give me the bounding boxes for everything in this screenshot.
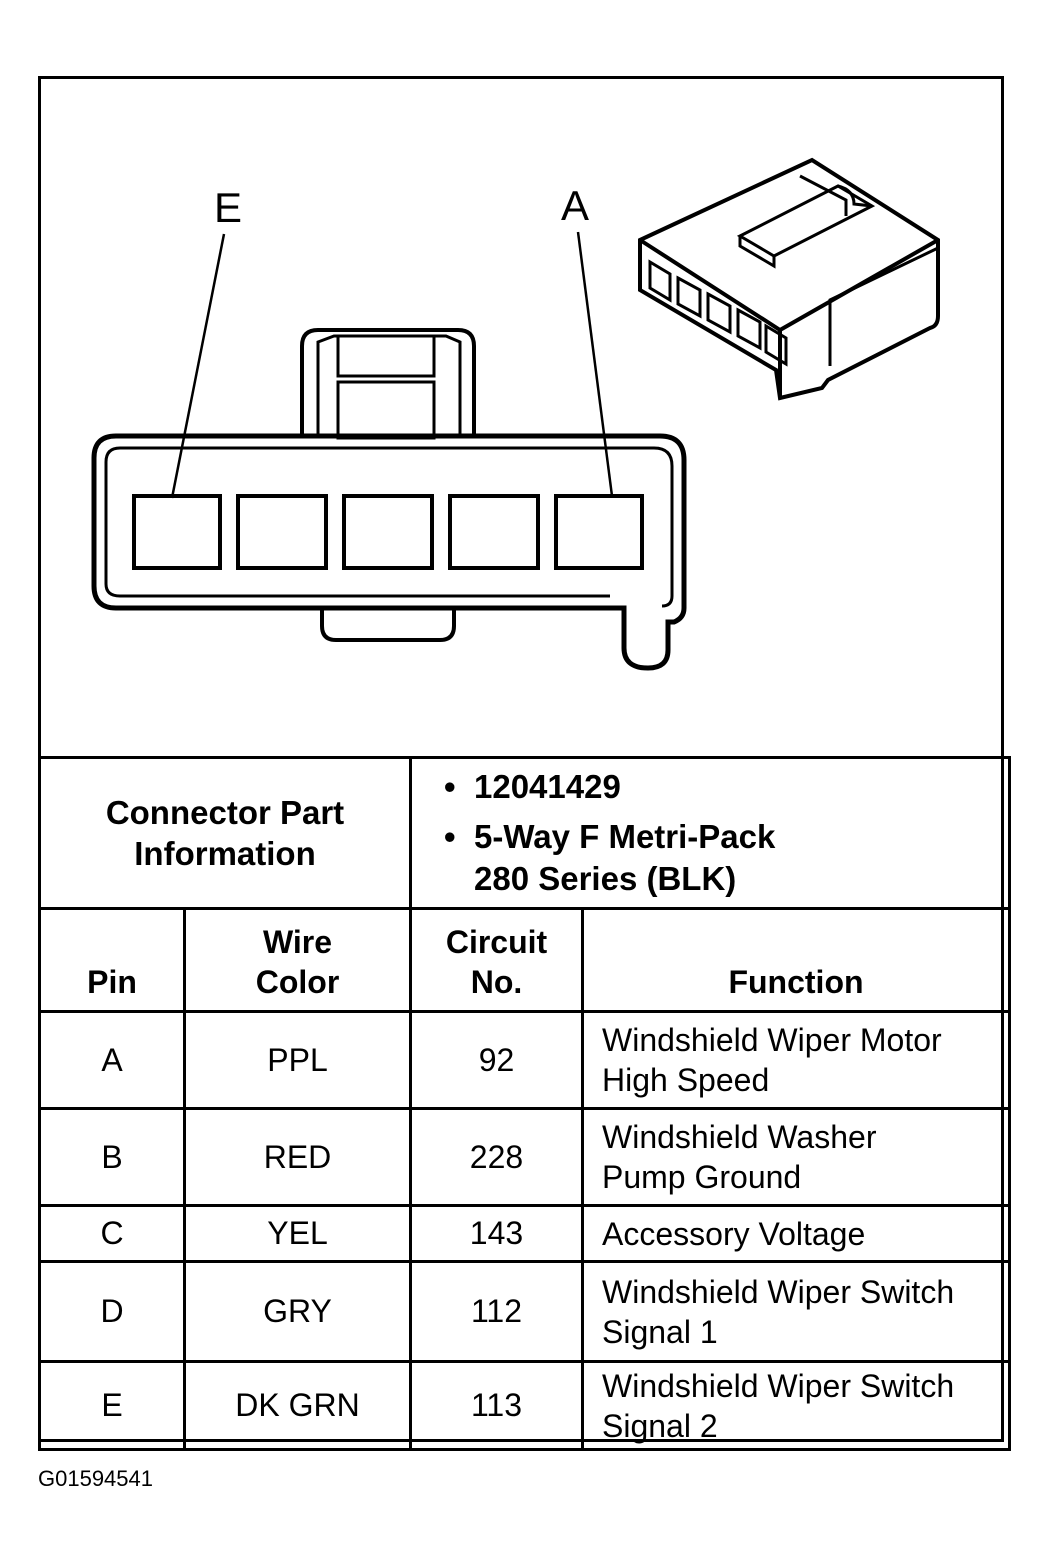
connector-isometric-view [638, 157, 940, 401]
leader-line-e [170, 233, 226, 499]
wire-color-cell: DK GRN [183, 1360, 412, 1451]
connector-table: Connector Part Information •12041429 •5-… [38, 756, 1011, 1451]
pin-label-e: E [214, 184, 242, 231]
table-row: C YEL 143 Accessory Voltage [38, 1204, 1011, 1263]
circuit-cell: 112 [409, 1260, 584, 1363]
pin-label-a: A [561, 182, 589, 229]
pin-cell: C [38, 1204, 186, 1263]
circuit-cell: 143 [409, 1204, 584, 1263]
connector-diagram: E A [91, 157, 940, 671]
header-pin: Pin [38, 907, 186, 1013]
wire-color-cell: GRY [183, 1260, 412, 1363]
circuit-cell: 228 [409, 1107, 584, 1207]
wire-color-cell: PPL [183, 1010, 412, 1110]
function-cell: Accessory Voltage [581, 1204, 1011, 1263]
circuit-cell: 92 [409, 1010, 584, 1110]
connector-info-values: •12041429 •5-Way F Metri-Pack 280 Series… [409, 756, 1011, 910]
pin-cell: A [38, 1010, 186, 1110]
header-function: Function [581, 907, 1011, 1013]
circuit-cell: 113 [409, 1360, 584, 1451]
part-description-line2: 280 Series (BLK) [474, 860, 737, 897]
leader-line-a [576, 231, 614, 497]
connector-info-label: Connector Part Information [38, 756, 412, 910]
wire-color-cell: RED [183, 1107, 412, 1207]
connector-info-row: Connector Part Information •12041429 •5-… [38, 756, 1011, 910]
connector-front-view [91, 328, 687, 671]
figure-code: G01594541 [38, 1466, 153, 1491]
pin-cell: B [38, 1107, 186, 1207]
wire-color-cell: YEL [183, 1204, 412, 1263]
part-description-line1: 5-Way F Metri-Pack [474, 818, 776, 855]
part-number: 12041429 [474, 768, 621, 805]
pin-cell: E [38, 1360, 186, 1451]
pin-cell: D [38, 1260, 186, 1363]
